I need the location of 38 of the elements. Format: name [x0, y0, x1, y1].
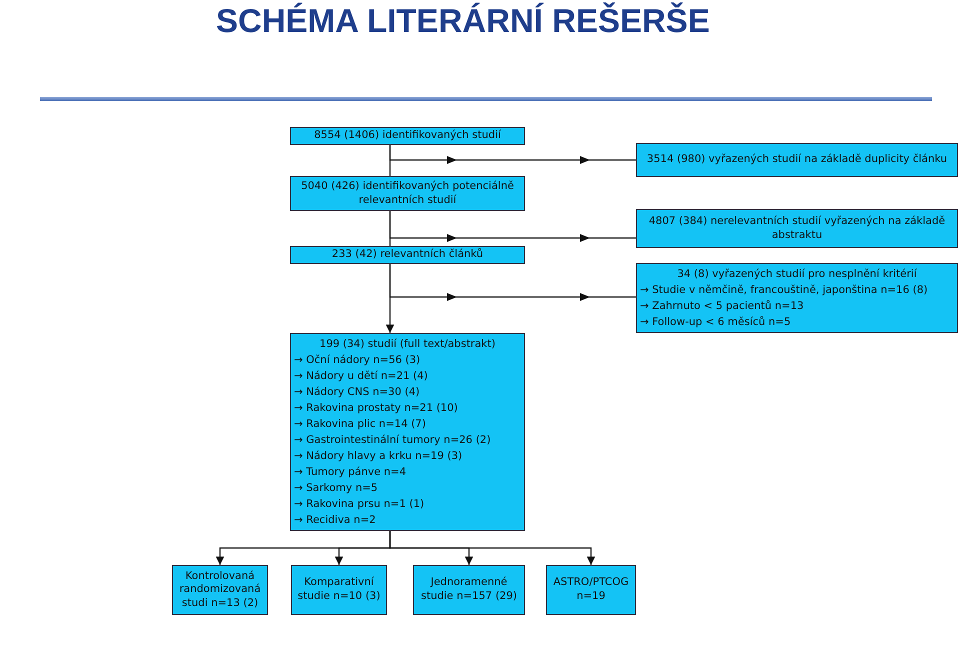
box-text: → Zahrnuto < 5 pacientů n=13	[640, 299, 805, 314]
box-text: → Studie v němčině, francouštině, japonština n=16 (8)	[640, 283, 929, 298]
box-heading: 4807 (384) nerelevantních studií vyřazených na základě abstraktu	[648, 214, 946, 242]
process-box	[413, 565, 525, 615]
box-text: → Tumory pánve n=4	[294, 465, 408, 480]
box-text: → Rakovina prsu n=1 (1)	[294, 497, 426, 512]
box-heading: 3514 (980) vyřazených studií na základě duplicity článku	[646, 153, 948, 167]
title: SCHÉMA LITERÁRNÍ REŠERŠE	[216, 2, 710, 40]
process-box	[290, 176, 525, 211]
box-text: → Oční nádory n=56 (3)	[294, 353, 422, 368]
box-text: → Recidiva n=2	[294, 513, 377, 528]
box-heading: Kontrolovaná randomizovaná studi n=13 (2)	[178, 570, 262, 610]
box-heading: 34 (8) vyřazených studií pro nesplnění kritérií	[676, 267, 918, 282]
box-heading: ASTRO/PTCOG n=19	[552, 576, 630, 604]
process-box	[291, 565, 387, 615]
box-text: → Nádory u dětí n=21 (4)	[294, 369, 429, 384]
box-text: → Gastrointestinální tumory n=26 (2)	[294, 433, 492, 448]
process-box	[290, 127, 525, 145]
box-heading: 5040 (426) identifikovaných potenciálně relevantních studií	[300, 180, 515, 208]
process-box	[290, 246, 525, 264]
box-heading: Komparativní studie n=10 (3)	[296, 576, 382, 604]
box-text: → Nádory hlavy a krku n=19 (3)	[294, 449, 464, 464]
box-heading: 233 (42) relevantních článků	[330, 248, 484, 262]
process-box	[636, 143, 958, 177]
process-box	[636, 263, 958, 333]
arrow	[389, 531, 596, 565]
box-text: → Nádory CNS n=30 (4)	[294, 385, 421, 400]
process-box	[172, 565, 268, 615]
process-box	[636, 209, 958, 248]
process-box	[546, 565, 636, 615]
box-heading: 8554 (1406) identifikovaných studií	[313, 129, 502, 143]
box-heading: Jednoramenné studie n=157 (29)	[420, 576, 518, 604]
box-text: → Sarkomy n=5	[294, 481, 379, 496]
box-text: → Rakovina plic n=14 (7)	[294, 417, 427, 432]
box-text: → Follow-up < 6 měsíců n=5	[640, 315, 792, 330]
box-text: → Rakovina prostaty n=21 (10)	[294, 401, 459, 416]
box-heading: 199 (34) studií (full text/abstrakt)	[318, 337, 496, 352]
process-box	[290, 333, 525, 531]
